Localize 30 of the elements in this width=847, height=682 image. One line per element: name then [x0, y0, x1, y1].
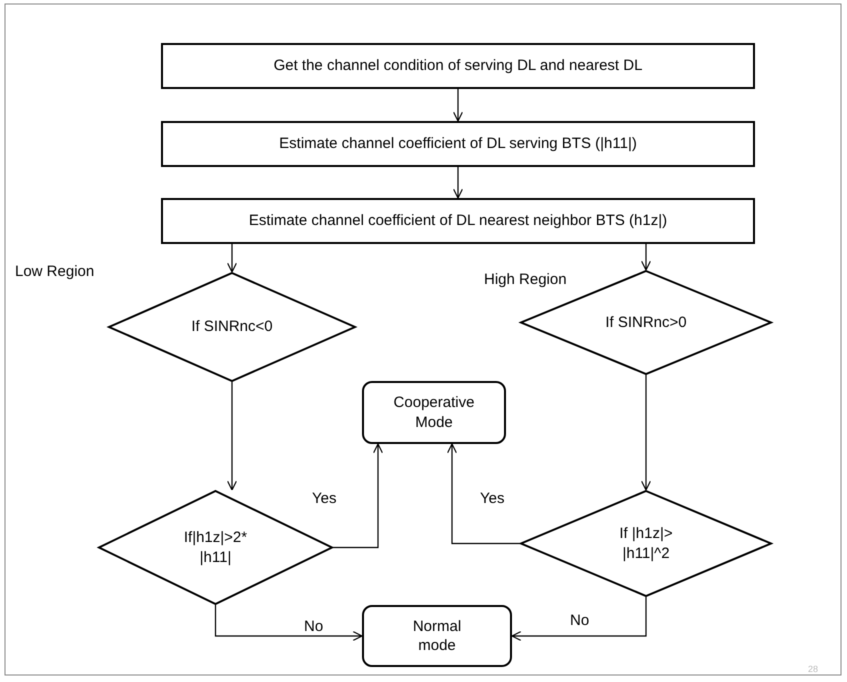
arrow — [333, 443, 384, 548]
arrow — [452, 167, 464, 199]
region-label: High Region — [484, 271, 567, 288]
terminal-box — [362, 381, 506, 444]
arrow — [511, 597, 647, 642]
decision-diamond — [520, 490, 772, 597]
arrow — [214, 605, 363, 642]
mode-text: Cooperative Mode — [392, 393, 476, 432]
decision-diamond — [108, 272, 356, 382]
arrow — [226, 382, 238, 491]
arrow — [446, 443, 520, 544]
step-text: Get the channel condition of serving DL and nearest DL — [272, 56, 644, 76]
condition-text: If|h1z|>2* |h11| — [182, 528, 248, 567]
arrow — [640, 244, 652, 271]
process-box — [161, 43, 755, 89]
condition-text: If SINRnc>0 — [604, 312, 688, 332]
page-number: 28 — [808, 664, 818, 674]
step-text: Estimate channel coefficient of DL serving BTS (|h11|) — [278, 134, 638, 154]
condition-text: If SINRnc<0 — [190, 317, 274, 337]
region-label: Low Region — [15, 263, 94, 280]
terminal-box — [362, 605, 512, 667]
arrow — [452, 89, 464, 122]
mode-text: Normal mode — [412, 616, 462, 656]
decision-diamond — [520, 270, 772, 375]
condition-text: If |h1z|> |h11|^2 — [618, 524, 674, 563]
arrow — [226, 244, 238, 273]
arrow — [640, 375, 652, 491]
step-text: Estimate channel coefficient of DL nearest neighbor BTS (h1z|) — [248, 211, 668, 231]
process-box — [161, 198, 755, 244]
process-box — [161, 121, 755, 167]
